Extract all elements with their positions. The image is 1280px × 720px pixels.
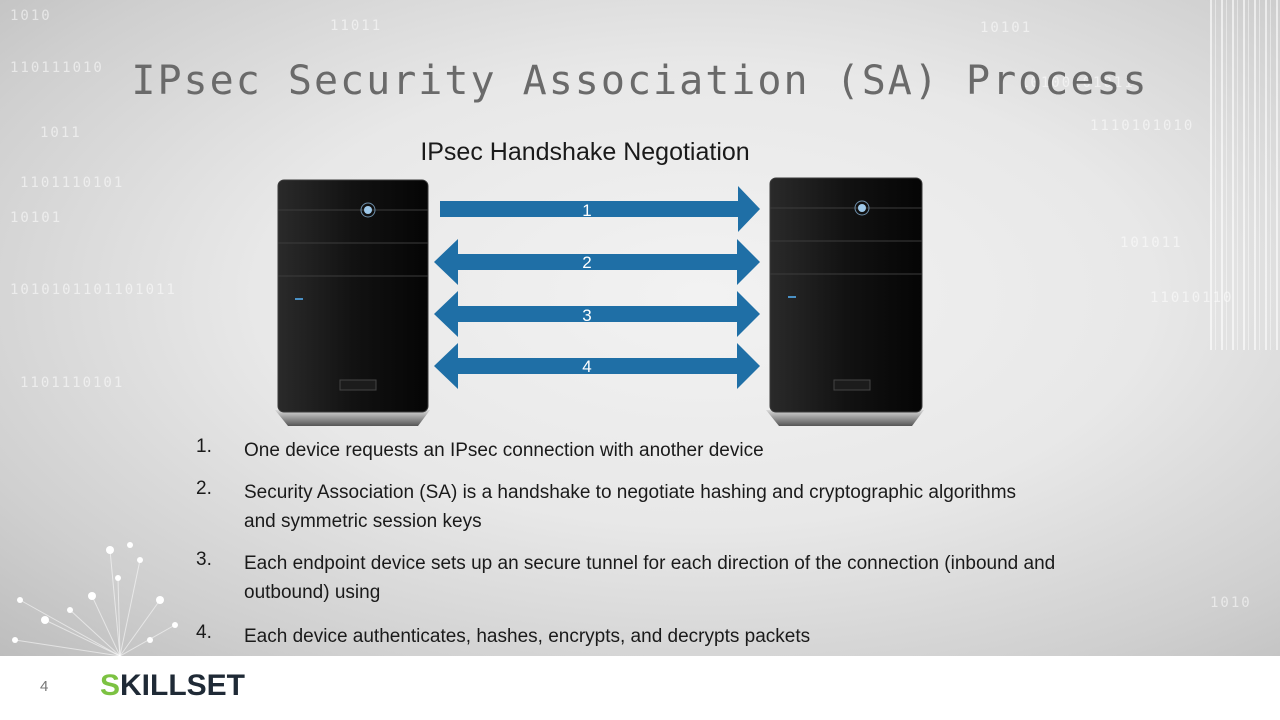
arrow-1: 1 bbox=[440, 186, 760, 232]
list-item: 1. One device requests an IPsec connecti… bbox=[196, 436, 1064, 465]
step-number: 4. bbox=[196, 622, 244, 651]
arrow-4: 4 bbox=[434, 343, 760, 389]
step-number: 2. bbox=[196, 478, 244, 536]
arrow-3-label: 3 bbox=[582, 306, 591, 325]
server-left-icon bbox=[275, 180, 430, 426]
arrow-1-label: 1 bbox=[582, 201, 591, 220]
page-number: 4 bbox=[40, 678, 48, 695]
list-item: 3. Each endpoint device sets up an secur… bbox=[196, 549, 1056, 607]
skillset-logo: SKILLSET bbox=[100, 669, 245, 703]
logo-check-letter: S bbox=[100, 669, 120, 702]
step-text: Each endpoint device sets up an secure t… bbox=[244, 549, 1056, 607]
step-text: Each device authenticates, hashes, encry… bbox=[244, 622, 1064, 651]
arrow-2: 2 bbox=[434, 239, 760, 285]
step-number: 1. bbox=[196, 436, 244, 465]
list-item: 4. Each device authenticates, hashes, en… bbox=[196, 622, 1064, 651]
arrow-4-label: 4 bbox=[582, 357, 591, 376]
step-number: 3. bbox=[196, 549, 244, 607]
network-nodes-decoration bbox=[12, 542, 178, 643]
slide-footer: 4 SKILLSET bbox=[0, 656, 1280, 720]
server-right-icon bbox=[766, 178, 924, 426]
step-text: One device requests an IPsec connection … bbox=[244, 436, 1064, 465]
step-text: Security Association (SA) is a handshake… bbox=[244, 478, 1034, 536]
arrow-3: 3 bbox=[434, 291, 760, 337]
arrow-2-label: 2 bbox=[582, 253, 591, 272]
list-item: 2. Security Association (SA) is a handsh… bbox=[196, 478, 1034, 536]
slide-canvas: 1010 11011 10101 110111010 10100101011 1… bbox=[0, 0, 1280, 656]
logo-text: KILLSET bbox=[120, 669, 245, 702]
